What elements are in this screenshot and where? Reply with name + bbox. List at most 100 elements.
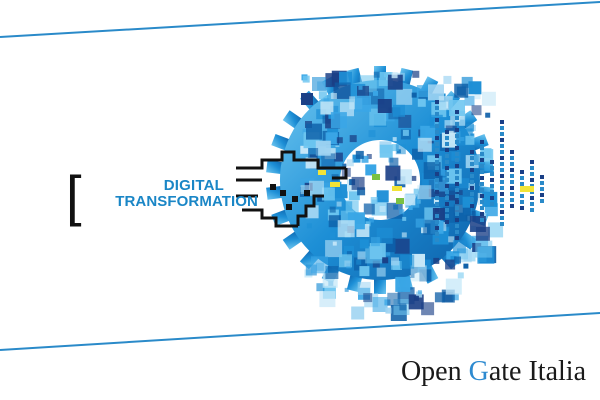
dot	[510, 162, 514, 166]
dot	[455, 116, 459, 120]
pixel-square	[393, 104, 405, 117]
pixel-square	[391, 144, 399, 152]
dot	[435, 160, 439, 164]
dot	[435, 130, 439, 134]
dot	[445, 160, 449, 164]
dot	[445, 214, 449, 218]
dot	[470, 162, 474, 166]
pixel-square	[449, 100, 465, 116]
dot	[445, 208, 449, 212]
dot	[455, 140, 459, 144]
pixel-square	[395, 144, 406, 155]
dot	[435, 190, 439, 194]
pixel-square	[391, 72, 398, 79]
pixel-square	[382, 257, 389, 264]
pixel-square	[342, 163, 347, 168]
dot	[500, 144, 504, 148]
pixel-square	[330, 105, 339, 114]
pixel-square	[373, 71, 380, 78]
dot	[445, 220, 449, 224]
dot	[490, 184, 494, 188]
pixel-square	[315, 140, 331, 156]
pixel-square	[319, 291, 336, 308]
pixel-square	[334, 82, 351, 99]
dot	[510, 186, 514, 190]
pixel-square	[451, 151, 461, 161]
dot	[500, 180, 504, 184]
pixel-square	[351, 306, 365, 320]
pixel-square	[448, 190, 459, 201]
top-rule-line	[0, 1, 600, 38]
pixel-square	[385, 165, 401, 181]
dot	[540, 175, 544, 179]
pixel-square	[344, 245, 354, 256]
pixel-square	[346, 159, 354, 167]
pixel-square	[320, 101, 334, 115]
pixel-square	[452, 240, 466, 254]
dot	[520, 206, 524, 210]
dot	[490, 160, 494, 164]
pixel-square	[458, 113, 465, 120]
pixel-square	[454, 256, 461, 264]
pixel-square	[413, 188, 419, 194]
pixel-square	[445, 184, 457, 195]
dot	[435, 106, 439, 110]
dot	[470, 180, 474, 184]
pixel-square	[317, 194, 325, 202]
pixel-square	[365, 164, 377, 176]
dot	[540, 193, 544, 197]
dot	[500, 192, 504, 196]
dot	[445, 130, 449, 134]
dot	[435, 238, 439, 242]
pixel-square	[329, 232, 336, 239]
pixel-square	[443, 75, 452, 84]
dot	[455, 134, 459, 138]
pixel-square	[356, 259, 362, 265]
pixel-square	[399, 209, 405, 215]
dot	[445, 190, 449, 194]
brand-part1: Open	[400, 356, 469, 387]
dot	[455, 158, 459, 162]
dot	[490, 202, 494, 206]
pixel-square	[379, 206, 386, 212]
dot	[435, 112, 439, 116]
pixel-square	[309, 180, 324, 196]
dot	[500, 222, 504, 226]
pixel-square	[339, 71, 352, 85]
dot	[470, 186, 474, 190]
pixel-square	[475, 240, 493, 258]
pixel-square	[461, 76, 473, 88]
dot	[470, 168, 474, 172]
pixel-square	[372, 260, 380, 268]
dot	[500, 156, 504, 160]
pixel-square	[376, 190, 389, 203]
pixel-square	[336, 201, 342, 207]
pixel-square	[448, 236, 455, 243]
pixel-square	[317, 154, 322, 160]
dot	[520, 176, 524, 180]
pixel-square	[308, 148, 319, 158]
dot	[490, 190, 494, 194]
dot	[455, 212, 459, 216]
dot	[445, 148, 449, 152]
pixel-square	[372, 297, 388, 312]
pixel-square	[391, 257, 399, 266]
pixel-square	[370, 237, 380, 247]
pixel-square	[445, 259, 456, 270]
dot	[455, 218, 459, 222]
dot	[520, 182, 524, 186]
pixel-square	[323, 98, 330, 105]
pixel-square	[412, 253, 425, 267]
pixel-square	[466, 123, 474, 132]
dot	[530, 208, 534, 212]
pixel-square	[300, 145, 309, 154]
pixel-square	[358, 85, 363, 90]
dot	[500, 168, 504, 172]
dot	[435, 232, 439, 236]
dot	[500, 162, 504, 166]
dot	[435, 124, 439, 128]
pixel-square	[411, 175, 417, 181]
pixel-square	[302, 128, 308, 134]
dot	[455, 206, 459, 210]
